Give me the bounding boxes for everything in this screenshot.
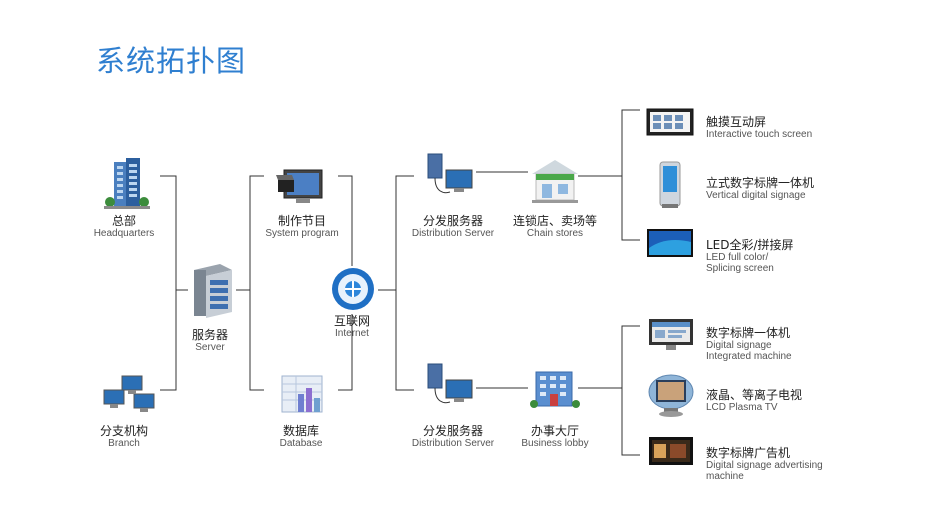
touch-screen-icon	[646, 108, 694, 142]
signage-label-en2: Integrated machine	[706, 351, 792, 362]
program-label: 制作节目	[277, 214, 326, 228]
distribution-label: 分发服务器	[422, 214, 483, 228]
distribution-label: 分发服务器	[422, 424, 483, 438]
server-icon	[190, 262, 236, 324]
tv-icon	[648, 374, 694, 422]
lcd-label-en: LCD Plasma TV	[706, 402, 778, 413]
hq-label: 总部	[111, 214, 136, 228]
branch-label-en: Branch	[108, 438, 140, 449]
device-led-screen: LED全彩/拼接屏 LED full color/ Splicing scree…	[706, 238, 794, 274]
internet-label-en: Internet	[335, 328, 369, 339]
device-digital-signage: 数字标牌一体机 Digital signage Integrated machi…	[706, 326, 792, 362]
led-label: LED全彩/拼接屏	[706, 238, 794, 252]
internet-label: 互联网	[333, 314, 370, 328]
signage-machine-icon	[648, 318, 694, 356]
device-advertising-machine: 数字标牌广告机 Digital signage advertising mach…	[706, 446, 823, 482]
node-internet: 互联网 Internet	[322, 314, 382, 340]
advertising-screen-icon	[648, 436, 694, 472]
distribution-label-en: Distribution Server	[411, 438, 495, 449]
led-label-en1: LED full color/	[706, 252, 769, 263]
node-distribution-1: 分发服务器 Distribution Server	[406, 214, 500, 240]
lcd-label: 液晶、等离子电视	[706, 388, 803, 402]
advert-label-en1: Digital signage advertising	[706, 460, 823, 471]
device-lcd-tv: 液晶、等离子电视 LCD Plasma TV	[706, 388, 802, 413]
node-database: 数据库 Database	[266, 424, 336, 450]
device-touch-screen: 触摸互动屏 Interactive touch screen	[706, 115, 812, 140]
advert-label: 数字标牌广告机	[706, 446, 791, 460]
building-icon	[104, 156, 150, 214]
page-title: 系统拓扑图	[96, 44, 247, 78]
globe-icon	[330, 266, 376, 316]
distribution-label-en: Distribution Server	[411, 228, 495, 239]
chain-label-en: Chain stores	[526, 228, 584, 239]
office-building-icon	[530, 364, 580, 416]
led-label-en2: Splicing screen	[706, 263, 774, 274]
vertical-label: 立式数字标牌一体机	[706, 176, 815, 190]
node-distribution-2: 分发服务器 Distribution Server	[406, 424, 500, 450]
computers-icon	[102, 374, 158, 422]
program-label-en: System program	[265, 228, 339, 239]
node-chain-stores: 连锁店、卖场等 Chain stores	[508, 214, 602, 240]
signage-label-en1: Digital signage	[706, 340, 772, 351]
device-vertical-signage: 立式数字标牌一体机 Vertical digital signage	[706, 176, 814, 201]
database-label-en: Database	[279, 438, 323, 449]
server-label-en: Server	[195, 342, 225, 353]
node-branch: 分支机构 Branch	[86, 424, 162, 450]
kiosk-icon	[656, 160, 684, 214]
node-program: 制作节目 System program	[262, 214, 342, 240]
led-screen-icon	[646, 228, 694, 264]
database-icon	[280, 374, 328, 420]
store-icon	[530, 156, 580, 210]
hq-label-en: Headquarters	[93, 228, 155, 239]
server-label: 服务器	[191, 328, 228, 342]
lobby-label: 办事大厅	[530, 424, 579, 438]
distribution-server-icon	[424, 362, 478, 416]
node-business-lobby: 办事大厅 Business lobby	[508, 424, 602, 450]
chain-label: 连锁店、卖场等	[512, 214, 597, 228]
vertical-label-en: Vertical digital signage	[706, 190, 806, 201]
lobby-label-en: Business lobby	[521, 438, 589, 449]
distribution-server-icon	[424, 152, 478, 206]
database-label: 数据库	[282, 424, 319, 438]
node-server: 服务器 Server	[180, 328, 240, 354]
touch-label-en: Interactive touch screen	[706, 129, 813, 140]
touch-label: 触摸互动屏	[706, 115, 767, 129]
node-headquarters: 总部 Headquarters	[86, 214, 162, 240]
branch-label: 分支机构	[99, 424, 148, 438]
signage-label: 数字标牌一体机	[706, 326, 791, 340]
program-icon	[276, 166, 324, 210]
advert-label-en2: machine	[706, 471, 744, 482]
